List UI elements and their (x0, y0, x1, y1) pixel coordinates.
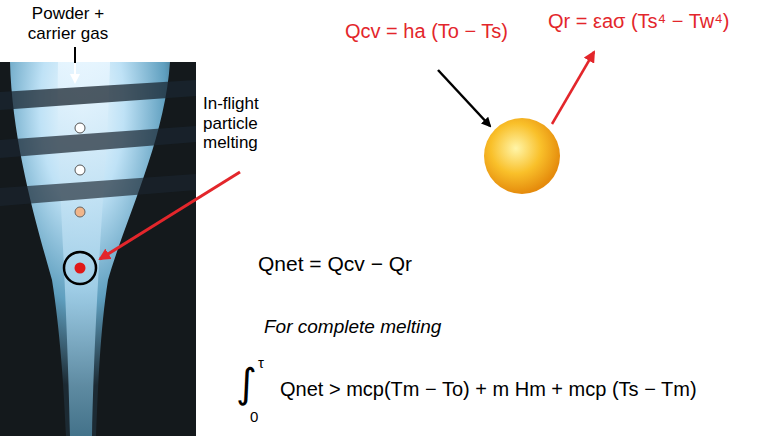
note-label: For complete melting (264, 316, 441, 338)
feed-arrow (74, 63, 76, 82)
plasma-photo (0, 62, 196, 436)
integral-limit: τ (258, 354, 264, 371)
feed-label: Powder + carrier gas (12, 4, 124, 43)
equation-label: Qr = εaσ (Ts⁴ − Tw⁴) (548, 10, 729, 33)
equation-label: Qcv = ha (To − Ts) (345, 20, 508, 43)
integral-limit: 0 (250, 408, 258, 425)
equation-label: Qnet > mcp(Tm − To) + m Hm + mcp (Ts − T… (280, 378, 697, 401)
feed-arrow (74, 47, 76, 63)
integral-sign: ∫ (236, 360, 257, 406)
particle-sphere (484, 118, 560, 194)
radiation-arrow (552, 52, 594, 124)
pointer-label: In-flight particle melting (203, 94, 295, 153)
equation-label: Qnet = Qcv − Qr (258, 252, 412, 276)
pointer-arrow (100, 172, 240, 259)
convection-arrow (438, 70, 490, 126)
